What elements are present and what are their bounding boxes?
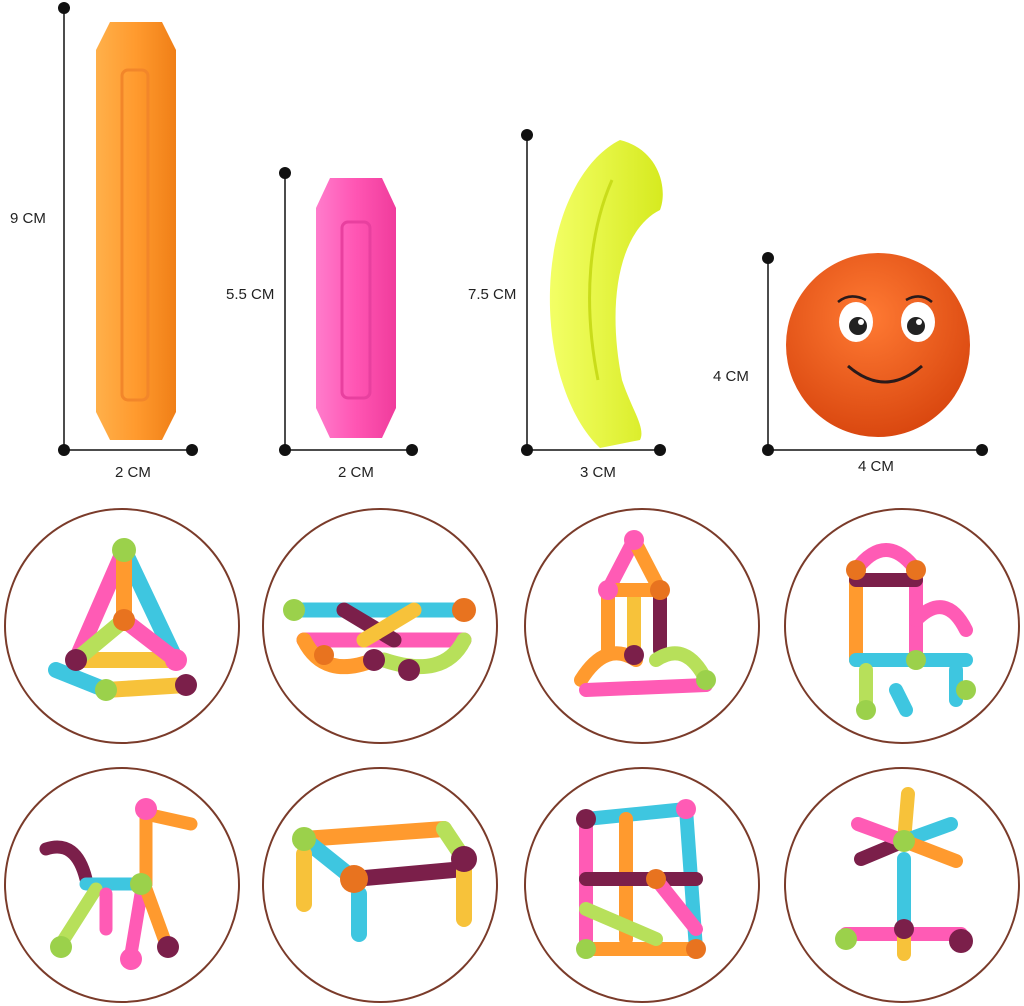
- curved-stick-width-label: 3 CM: [580, 464, 616, 481]
- short-stick: [279, 167, 418, 456]
- smiley-ball-width-label: 4 CM: [858, 458, 894, 475]
- model-dog: [4, 767, 240, 1003]
- dimension-diagram: [58, 2, 988, 456]
- curved-stick: [521, 129, 666, 456]
- model-table: [262, 767, 498, 1003]
- smiley-ball-height-label: 4 CM: [713, 368, 749, 385]
- short-stick-height-label: 5.5 CM: [226, 286, 275, 303]
- long-stick: [58, 2, 198, 456]
- model-house: [524, 508, 760, 744]
- model-boat: [262, 508, 498, 744]
- short-stick-width-label: 2 CM: [338, 464, 374, 481]
- model-pyramid: [4, 508, 240, 744]
- model-windmill: [784, 767, 1020, 1003]
- long-stick-width-label: 2 CM: [115, 464, 151, 481]
- curved-stick-height-label: 7.5 CM: [468, 286, 517, 303]
- model-chair: [784, 508, 1020, 744]
- model-tower: [524, 767, 760, 1003]
- long-stick-height-label: 9 CM: [10, 210, 46, 227]
- smiley-ball: [762, 252, 988, 456]
